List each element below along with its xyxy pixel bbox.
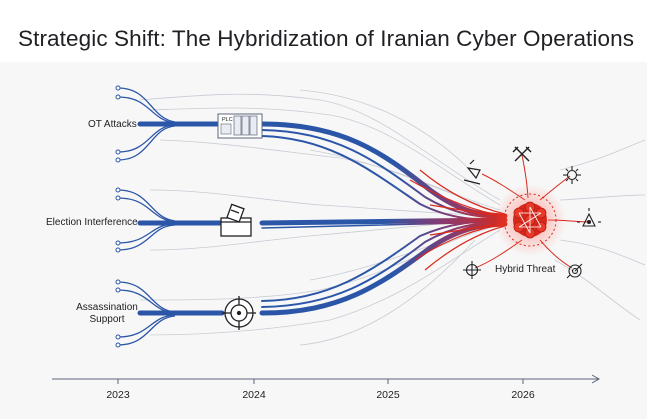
ot-attacks-stream bbox=[137, 121, 508, 221]
plc-icon: PLC bbox=[217, 113, 263, 139]
timeline-year-2023: 2023 bbox=[106, 389, 130, 401]
input-line-endpoints bbox=[115, 85, 121, 348]
crossed-swords-icon bbox=[512, 146, 532, 162]
ballot-box-icon bbox=[220, 203, 252, 237]
page-title: Strategic Shift: The Hybridization of Ir… bbox=[18, 26, 635, 51]
radar-icon bbox=[566, 263, 583, 279]
timeline-year-2025: 2025 bbox=[376, 389, 400, 401]
stream-label-ot-attacks: OT Attacks bbox=[88, 119, 137, 130]
stream-label-assassination-support: Assassination Support bbox=[76, 302, 138, 325]
hazard-icon bbox=[463, 159, 481, 185]
timeline-year-2024: 2024 bbox=[242, 389, 266, 401]
bug-icon bbox=[563, 166, 581, 184]
stream-label-election-interference: Election Interference bbox=[46, 217, 138, 228]
crosshair-scope-icon bbox=[222, 296, 256, 330]
crosshair-icon bbox=[463, 261, 481, 279]
target-icon bbox=[577, 208, 601, 227]
timeline-axis bbox=[52, 374, 601, 384]
timeline-year-2026: 2026 bbox=[511, 389, 535, 401]
plc-icon-text: PLC bbox=[222, 117, 233, 123]
hub-label: Hybrid Threat bbox=[495, 264, 556, 275]
election-stream bbox=[137, 217, 508, 229]
network-node-icon bbox=[513, 201, 547, 239]
hybrid-threat-hub bbox=[494, 184, 566, 256]
